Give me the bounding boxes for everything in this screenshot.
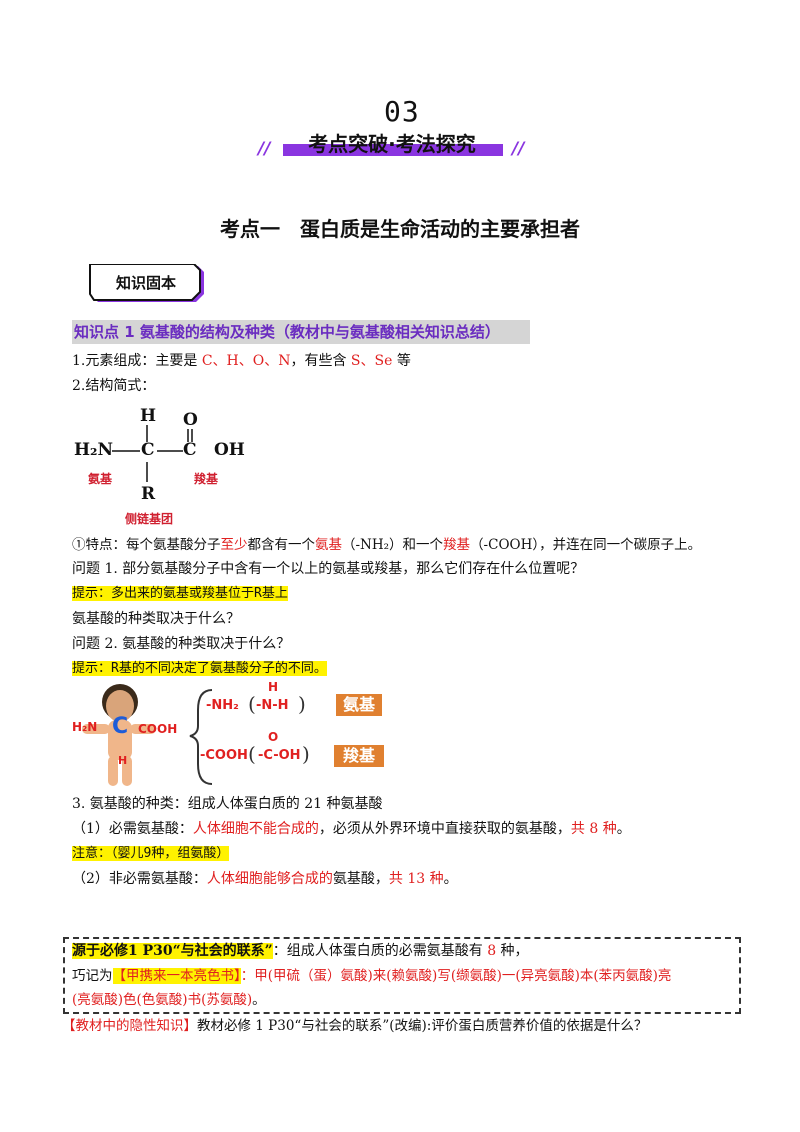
mnemonic-line: 巧记为【甲携来一本亮色书】：甲(甲硫（蛋）氨酸)来(赖氨酸)写(缬氨酸)一(异亮…: [72, 968, 672, 984]
cartoon-cooh: COOH: [138, 722, 178, 736]
paren-open-2: (: [248, 742, 256, 766]
cartoon-body: [82, 684, 156, 786]
paren-close-2: ): [302, 742, 310, 766]
oh-group: OH: [214, 440, 245, 460]
n-h-formula: -N-H: [256, 698, 289, 713]
tag-carboxyl: 羧基: [334, 745, 384, 767]
amino-acid-structure: H O H₂N C C OH R 氨基 羧基 侧链基团: [70, 402, 270, 532]
cartoon-h2n: H₂N: [72, 720, 98, 734]
paren-close-1: ): [298, 692, 306, 716]
n-h-top: H: [268, 680, 279, 694]
mnemonic-line-2: (亮氨酸)色(色氨酸)书(苏氨酸)。: [72, 992, 266, 1008]
r-group: R: [141, 484, 156, 504]
h2n-group: H₂N: [74, 440, 114, 460]
question-1: 问题 1. 部分氨基酸分子中含有一个以上的氨基或羧基，那么它们存在什么位置呢？: [72, 561, 585, 577]
note-infant: 注意：（婴儿9种，组氨酸）: [72, 846, 230, 861]
tag-amino: 氨基: [336, 694, 382, 716]
section-banner: 考点突破·考法探究: [273, 128, 511, 158]
c-oh-formula: -C-OH: [258, 748, 301, 763]
label-carboxyl: 羧基: [194, 472, 219, 486]
banner-left-slashes: //: [258, 139, 271, 159]
feature-text: ①特点：每个氨基酸分子至少都含有一个氨基（-NH₂）和一个羧基（-COOH），并…: [72, 537, 702, 553]
source-line: 源于必修1 P30“与社会的联系”：组成人体蛋白质的必需氨基酸有 8 种，: [72, 943, 529, 959]
structure-heading: 2.结构简式：: [72, 378, 156, 394]
essential-amino-acids: （1）必需氨基酸：人体细胞不能合成的，必须从外界环境中直接获取的氨基酸，共 8 …: [72, 821, 631, 837]
paren-open-1: (: [248, 692, 256, 716]
tip-2: 提示：R基的不同决定了氨基酸分子的不同。: [72, 661, 327, 676]
banner-right-slashes: //: [512, 139, 525, 159]
amino-acid-cartoon: H₂N C COOH H -NH₂ ( H -N-H ) -COOH ( O -…: [72, 680, 392, 790]
question-kind: 氨基酸的种类取决于什么？: [72, 611, 240, 627]
curly-brace: [189, 689, 213, 785]
tip-1: 提示：多出来的氨基或羧基位于R基上: [72, 586, 288, 601]
textbook-source-box: [63, 937, 741, 1014]
o-atom: O: [183, 410, 198, 430]
question-2: 问题 2. 氨基酸的种类取决于什么？: [72, 636, 291, 652]
nonessential-amino-acids: （2）非必需氨基酸：人体细胞能够合成的氨基酸，共 13 种。: [72, 871, 458, 887]
knowledge-box: [89, 264, 204, 302]
knowledge-box-label: 知识固本: [115, 274, 176, 292]
carboxyl-carbon: C: [183, 440, 197, 460]
banner-title: 考点突破·考法探究: [308, 132, 476, 156]
knowledge-point-title: 知识点 1 氨基酸的结构及种类（教材中与氨基酸相关知识总结）: [72, 320, 530, 344]
cooh-formula: -COOH: [200, 748, 248, 763]
hidden-knowledge: 【教材中的隐性知识】教材必修 1 P30“与社会的联系”(改编):评价蛋白质营养…: [62, 1018, 648, 1034]
types-heading: 3. 氨基酸的种类：组成人体蛋白质的 21 种氨基酸: [72, 796, 383, 812]
alpha-carbon: C: [141, 440, 155, 460]
o-top: O: [268, 730, 279, 744]
element-composition: 1.元素组成：主要是 C、H、O、N，有些含 S、Se 等: [72, 353, 411, 369]
structure-bonds: [112, 425, 193, 482]
cartoon-h: H: [118, 754, 128, 767]
nh2-formula: -NH₂: [206, 698, 239, 713]
banner-bar: [283, 144, 503, 156]
label-amino: 氨基: [88, 472, 113, 486]
section-number: 03: [384, 95, 420, 128]
page-title: 考点一 蛋白质是生命活动的主要承担者: [220, 217, 580, 241]
h-atom: H: [140, 406, 157, 426]
cartoon-c: C: [112, 714, 129, 739]
label-side-chain: 侧链基团: [125, 512, 174, 526]
